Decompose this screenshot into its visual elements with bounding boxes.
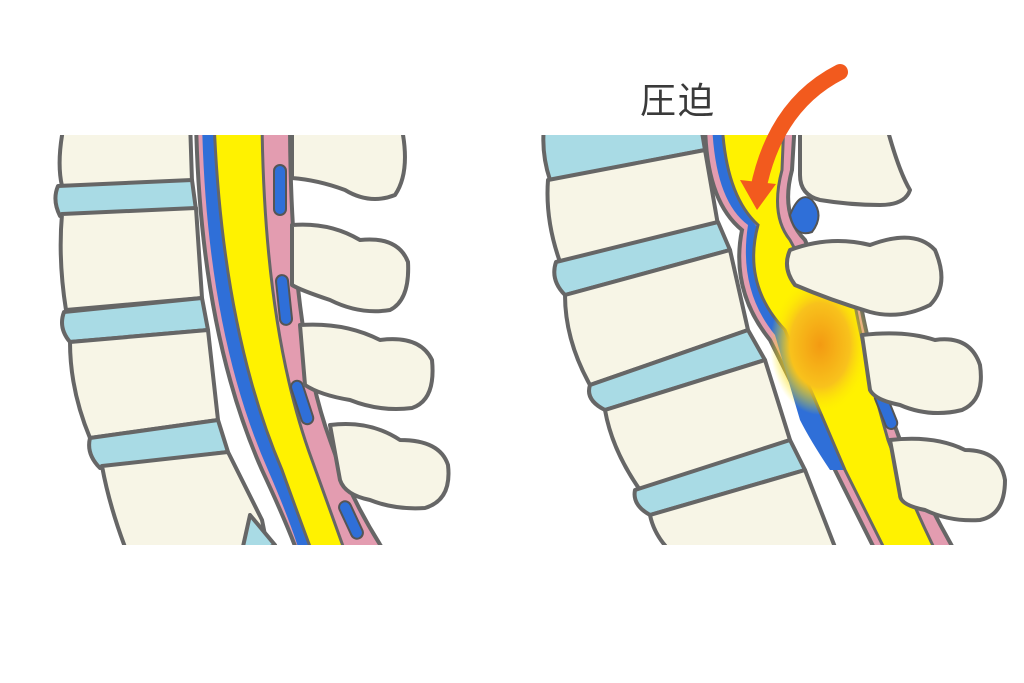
compression-highlight <box>770 275 870 415</box>
epidural-veins <box>273 164 364 540</box>
compression-label: 圧迫 <box>640 81 717 122</box>
compressed-spine-panel <box>541 135 1007 545</box>
spinous-processes <box>290 135 451 511</box>
normal-spine-panel <box>53 135 451 545</box>
spinal-canal <box>194 135 383 545</box>
vertebral-bodies <box>541 135 837 545</box>
vertebral-bodies <box>53 135 277 545</box>
arrowhead-icon <box>740 180 776 210</box>
spinous-processes <box>784 135 1007 523</box>
compression-arrow-icon <box>750 64 848 198</box>
